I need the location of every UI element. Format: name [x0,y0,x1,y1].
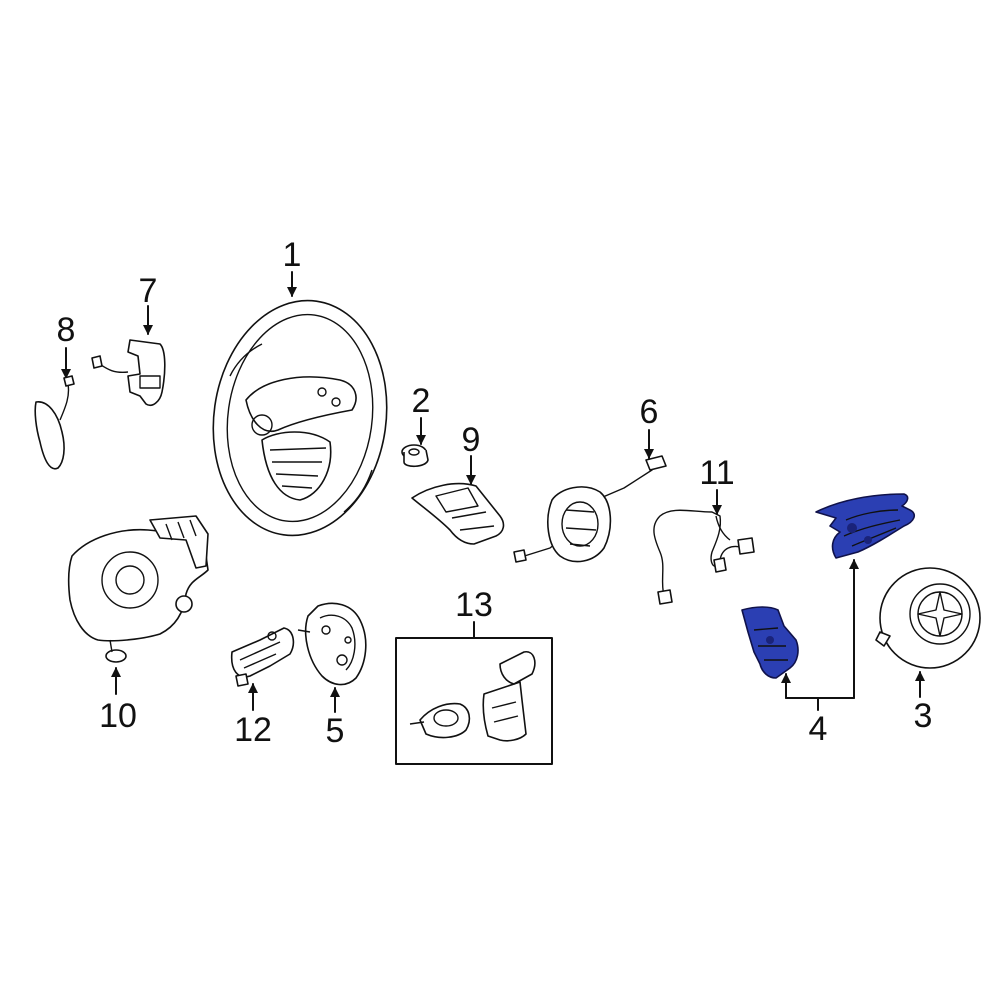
steering-wheel-part [212,299,388,537]
callout-13-label: 13 [455,586,493,624]
kit-box [395,637,553,765]
callout-3-label: 3 [914,697,933,735]
trim-panel-part [411,482,505,545]
paddle-switch-part [91,339,166,407]
callout-2-label: 2 [412,382,431,420]
callout-12-label: 12 [234,711,272,749]
callout-9-label: 9 [462,421,481,459]
screw-plug-part [401,444,429,468]
column-housing-part [67,515,209,663]
leader-lines [61,271,925,713]
trim-cover-lower-part [741,606,799,679]
clock-spring-part [513,455,667,563]
callout-1-label: 1 [283,236,302,274]
callout-8-label: 8 [57,311,76,349]
shift-paddle-part [34,375,75,470]
callout-6-label: 6 [640,393,659,431]
callout-11-label: 11 [699,454,734,492]
wiring-harness-part [653,509,755,605]
trim-cover-upper-part [815,493,916,559]
switch-assembly-part [230,627,295,687]
airbag-module-part [875,567,981,669]
back-plate-part [297,602,367,686]
callout-7-label: 7 [139,272,158,310]
callout-10-label: 10 [99,697,137,735]
callout-5-label: 5 [326,712,345,750]
callout-4-label: 4 [809,710,828,748]
